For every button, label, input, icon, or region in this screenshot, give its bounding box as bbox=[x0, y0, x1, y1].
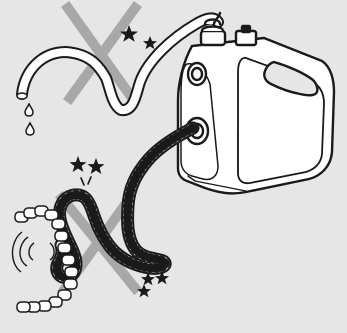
hose-warning-illustration bbox=[0, 0, 347, 333]
illustration-panel bbox=[0, 0, 347, 333]
